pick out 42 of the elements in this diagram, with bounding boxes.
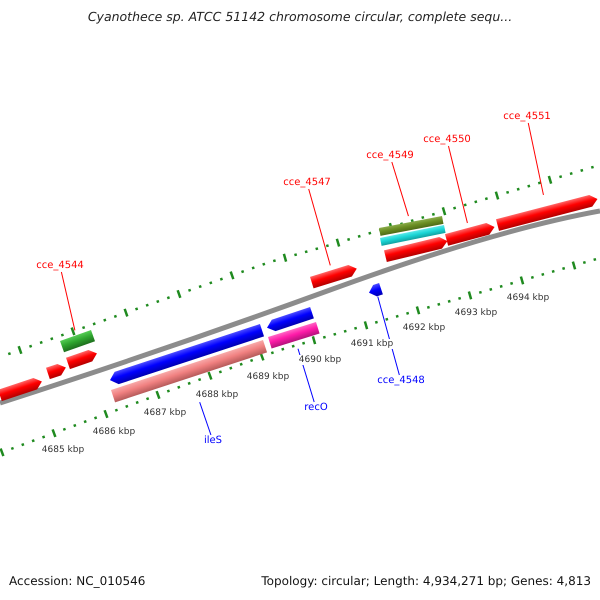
leader-line <box>391 162 409 217</box>
leader-line <box>448 146 468 224</box>
gene-feature <box>445 223 495 246</box>
scale-label: 4688 kbp <box>194 390 240 400</box>
leader-line <box>377 296 400 376</box>
gene-label: recO <box>304 402 328 414</box>
gene-block <box>379 216 444 236</box>
gene-label: cce_4544 <box>36 260 84 272</box>
gene-block <box>380 225 446 246</box>
leader-line <box>528 122 544 196</box>
gene-feature <box>46 364 66 379</box>
footer-text: Accession: NC_010546 <box>9 574 146 588</box>
scale-label: 4689 kbp <box>246 372 290 382</box>
gene-feature <box>310 265 357 289</box>
scale-label: 4694 kbp <box>506 293 550 303</box>
scale-label: 4686 kbp <box>92 427 136 437</box>
scale-label: 4691 kbp <box>350 339 394 349</box>
scale-label: 4693 kbp <box>454 308 498 318</box>
gene-feature <box>0 378 42 401</box>
scale-label: 4685 kbp <box>40 445 86 455</box>
leader-line <box>199 402 212 436</box>
gene-feature <box>66 350 97 369</box>
gene-feature <box>496 194 598 231</box>
gene-label: cce_4550 <box>423 134 471 146</box>
gene-feature <box>369 283 383 297</box>
scale-label: 4690 kbp <box>298 355 342 365</box>
gene-block <box>60 330 95 353</box>
scale-label: 4687 kbp <box>142 408 188 418</box>
gene-block <box>268 322 320 349</box>
gene-feature <box>384 236 447 262</box>
gene-label: cce_4548 <box>377 375 425 387</box>
gene-label: ileS <box>204 435 222 447</box>
leader-line <box>308 188 331 266</box>
gene-label: cce_4551 <box>503 111 551 123</box>
title: Cyanothece sp. ATCC 51142 chromosome circular, complete sequ... <box>86 9 514 24</box>
footer-text: Topology: circular; Length: 4,934,271 bp; Genes: 4,813 <box>261 574 591 588</box>
scale-label: 4692 kbp <box>402 323 446 333</box>
gene-block <box>110 340 268 402</box>
gene-label: cce_4549 <box>366 150 414 162</box>
leader-line <box>60 272 76 331</box>
gene-feature <box>267 307 314 332</box>
gene-label: cce_4547 <box>283 177 331 189</box>
